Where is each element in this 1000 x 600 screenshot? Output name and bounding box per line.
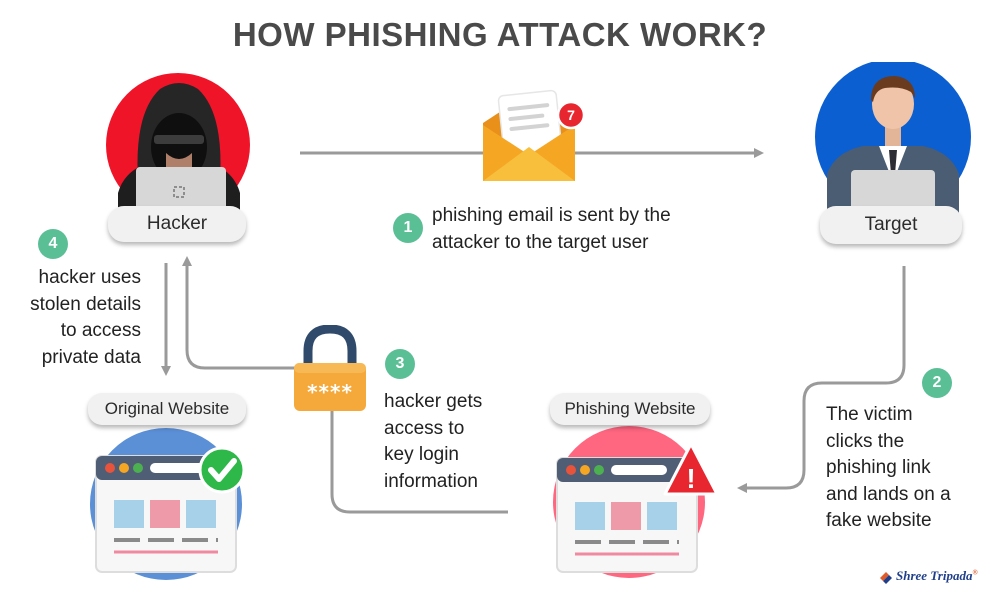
brand-logo-icon [880, 572, 892, 584]
step-2-line: The victim [826, 404, 913, 425]
browser-window-check-icon [90, 428, 246, 580]
email-badge-count: 7 [567, 107, 575, 123]
step-2-badge: 2 [922, 368, 952, 398]
warning-mark: ! [686, 463, 695, 494]
page-title: HOW PHISHING ATTACK WORK? [232, 16, 768, 53]
step-3-line: access to [384, 417, 465, 439]
email-badge-icon [556, 100, 585, 130]
step-4-line: private data [41, 346, 141, 368]
hooded-hacker-icon [106, 73, 250, 223]
step-3-description: hacker gets access to key login informat… [384, 389, 482, 495]
step-2-line: fake website [826, 510, 932, 531]
step-3-badge: 3 [385, 349, 415, 379]
padlock-icon: **** [294, 325, 366, 411]
step-3-line: information [384, 470, 478, 492]
step-4-line: hacker uses [38, 267, 141, 288]
brand-name: Shree Tripada [896, 568, 973, 583]
step-2-description: The victim clicks the phishing link and … [826, 402, 951, 535]
check-badge-icon [198, 446, 246, 494]
browser-window-warning-icon: ! [553, 426, 719, 578]
original-website-label: Original Website [88, 393, 246, 425]
warning-triangle-icon [663, 442, 719, 496]
step-2-line: phishing link [826, 457, 931, 478]
step-4-badge: 4 [38, 229, 68, 259]
hacker-label: Hacker [108, 206, 246, 242]
brand-watermark: Shree Tripada® [896, 568, 978, 584]
step-2-line: clicks the [826, 430, 905, 452]
lock-password-mask: **** [307, 380, 353, 404]
phishing-website-label: Phishing Website [550, 393, 710, 425]
step-1-badge: 1 [393, 213, 423, 243]
step-1-description: phishing email is sent by the attacker t… [432, 203, 671, 256]
step-3-line: key login [384, 444, 459, 465]
step-2-line: and lands on a [826, 483, 951, 505]
envelope-icon: 7 [483, 89, 585, 181]
step-4-line: to access [60, 320, 141, 341]
step-3-line: hacker gets [384, 391, 483, 412]
step-1-line: phishing email is sent by the [432, 205, 671, 226]
step-1-line: attacker to the target user [432, 231, 649, 253]
businessman-icon [815, 62, 971, 217]
target-label: Target [820, 206, 962, 244]
step-4-line: stolen details [30, 293, 141, 315]
step-4-description: hacker uses stolen details to access pri… [16, 265, 141, 371]
brand-registered-mark: ® [972, 568, 978, 577]
